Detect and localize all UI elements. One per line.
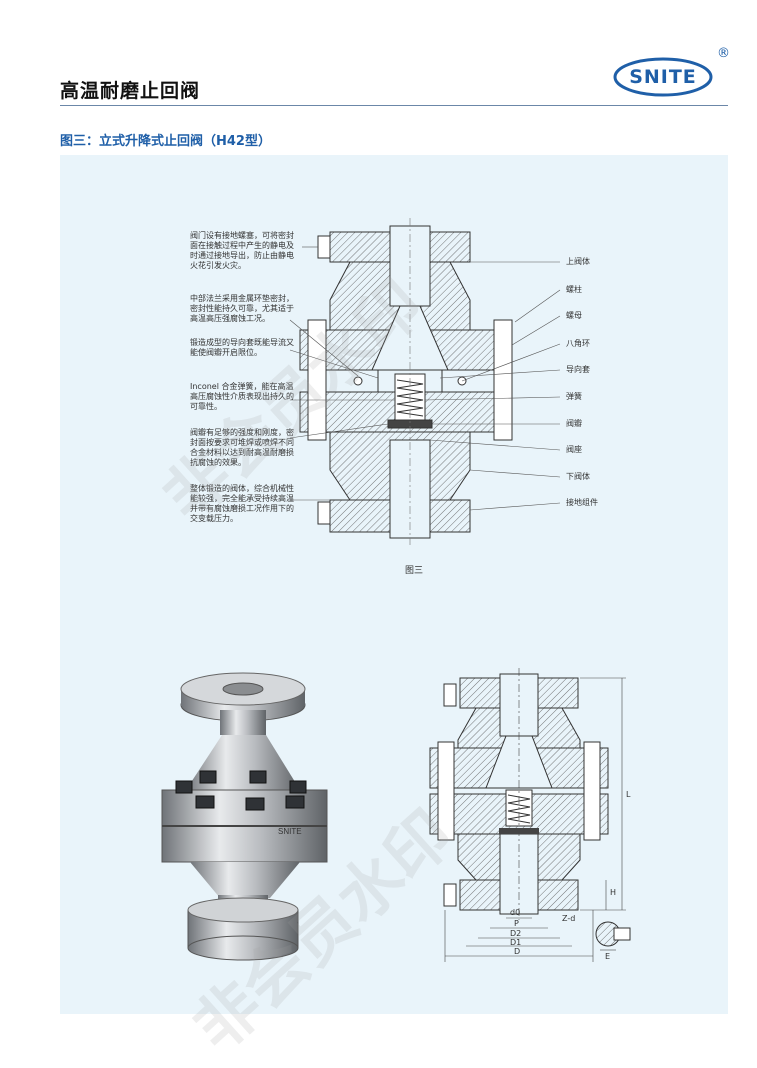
label-spring: 弹簧 <box>566 392 582 401</box>
header-divider <box>60 105 728 106</box>
annotation-forged-body: 整体锻造的阀体，综合机械性能较强，完全能承受持续高温并带有腐蚀磨损工况作用下的交… <box>190 484 294 523</box>
valve-cross-section <box>289 218 561 545</box>
snite-logo: SNITE ® <box>613 46 731 98</box>
logo-ellipse <box>613 57 713 97</box>
logo-text: SNITE <box>629 66 697 88</box>
section-heading: 图三：立式升降式止回阀（H42型） <box>60 134 271 149</box>
label-nut: 螺母 <box>566 311 582 320</box>
dim-label-d2: D2 <box>510 929 522 938</box>
label-guide-sleeve: 导向套 <box>566 365 590 374</box>
label-lower-body: 下阀体 <box>566 472 590 481</box>
label-octagonal-ring: 八角环 <box>566 339 590 348</box>
label-stud: 螺柱 <box>566 285 582 294</box>
annotation-guide-sleeve: 锻造成型的导向套既能导流又能使阀瓣开启限位。 <box>190 338 294 357</box>
dim-label-h: H <box>610 888 617 897</box>
dim-label-z-d: Z-d <box>562 914 576 923</box>
annotation-ring-gasket: 中部法兰采用金属环垫密封，密封性能持久可靠，尤其适于高温高压强腐蚀工况。 <box>190 294 294 323</box>
annotation-grounding: 阀门设有接地螺塞，可将密封面在接触过程中产生的静电及时通过接地导出，防止由静电火… <box>190 231 294 270</box>
page-title: 高温耐磨止回阀 <box>60 80 201 102</box>
dim-label-p: P <box>514 919 519 928</box>
dim-label-d0: d0 <box>510 908 521 917</box>
dim-label-d1: D1 <box>510 938 522 947</box>
label-upper-body: 上阀体 <box>566 257 590 266</box>
valve-product-photo: SNITE <box>161 672 328 961</box>
product-nameplate: SNITE <box>278 827 302 836</box>
dim-label-l: L <box>626 790 631 799</box>
label-seat: 阀座 <box>566 445 582 454</box>
label-disc: 阀瓣 <box>566 419 582 428</box>
annotation-disc: 阀瓣有足够的强度和刚度，密封面按要求可堆焊或喷焊不同合金材料以达到耐高温耐磨损抗… <box>190 428 294 467</box>
annotation-spring: Inconel 合金弹簧，能在高温高压腐蚀性介质表现出持久的可靠性。 <box>190 382 294 411</box>
figure-caption: 图三 <box>405 566 424 576</box>
logo-registered-mark: ® <box>717 46 730 61</box>
valve-dimension-drawing <box>429 668 631 962</box>
dim-label-e: E <box>605 952 611 961</box>
label-grounding-assembly: 接地组件 <box>566 498 598 507</box>
dim-label-d: D <box>514 947 521 956</box>
